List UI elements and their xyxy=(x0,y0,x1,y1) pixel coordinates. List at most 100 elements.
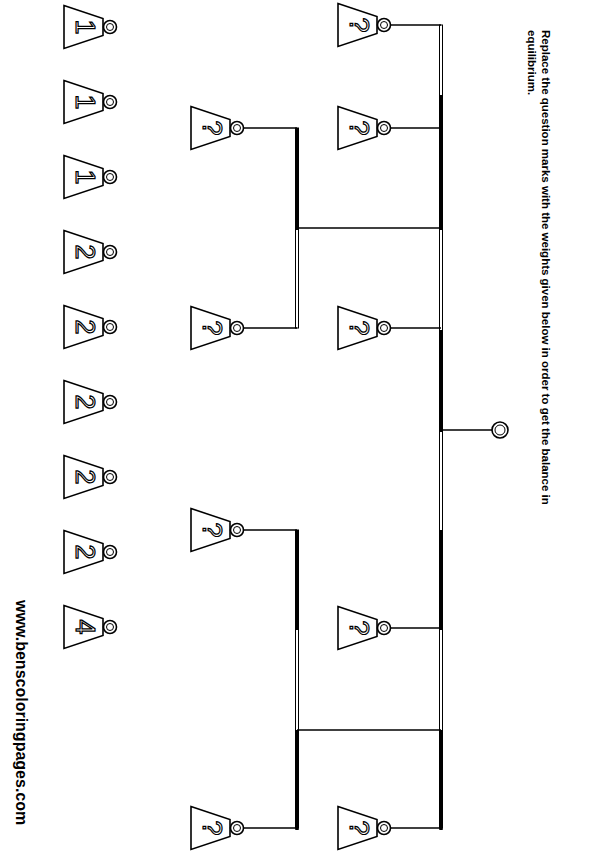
hanger-line xyxy=(441,429,492,431)
weight-block: ? xyxy=(337,105,393,151)
weight-block: 4 xyxy=(63,604,119,650)
beam-thick xyxy=(295,128,299,230)
weight-value: ? xyxy=(345,320,372,335)
weight-block: 1 xyxy=(63,79,119,125)
weight-body xyxy=(338,307,377,350)
weight-hook xyxy=(104,321,117,334)
instruction-title: Replace the question marks with the weig… xyxy=(525,30,553,570)
weight-block: ? xyxy=(190,105,246,151)
weight-hook-inner xyxy=(107,549,114,556)
weight-hook-inner xyxy=(107,624,114,631)
weight-body xyxy=(64,606,103,649)
weight-block: 2 xyxy=(63,379,119,425)
weight-body xyxy=(64,306,103,349)
weight-hook-inner xyxy=(234,125,241,132)
weight-value: 2 xyxy=(71,244,98,259)
weight-hook xyxy=(231,822,244,835)
weight-hook xyxy=(104,396,117,409)
weight-string xyxy=(391,127,441,129)
weight-value: 2 xyxy=(71,394,98,409)
beam-thick xyxy=(439,95,443,230)
weight-string xyxy=(244,529,297,531)
weight-block: 1 xyxy=(63,154,119,200)
weight-block: ? xyxy=(190,305,246,351)
weight-hook-inner xyxy=(381,22,388,29)
weight-hook xyxy=(104,96,117,109)
weight-hook-inner xyxy=(107,174,114,181)
weight-hook xyxy=(231,524,244,537)
weight-value: ? xyxy=(198,522,225,537)
weight-hook-inner xyxy=(381,625,388,632)
weight-hook-inner xyxy=(381,825,388,832)
weight-block: 2 xyxy=(63,304,119,350)
weight-value: 1 xyxy=(71,19,98,34)
weight-hook-inner xyxy=(107,99,114,106)
weight-value: ? xyxy=(345,120,372,135)
weight-string xyxy=(391,627,441,629)
weight-hook xyxy=(104,471,117,484)
weight-block: 2 xyxy=(63,229,119,275)
weight-string xyxy=(244,327,297,329)
weight-hook xyxy=(378,322,391,335)
weight-hook-inner xyxy=(107,474,114,481)
weight-body xyxy=(338,607,377,650)
weight-body xyxy=(64,6,103,49)
weight-hook-inner xyxy=(381,325,388,332)
weight-string xyxy=(391,24,441,26)
weight-block: 2 xyxy=(63,529,119,575)
weight-body xyxy=(64,456,103,499)
weight-hook xyxy=(104,546,117,559)
weight-value: 1 xyxy=(71,169,98,184)
balance-frame xyxy=(244,25,508,830)
beam-link xyxy=(297,227,441,229)
weight-body xyxy=(191,107,230,150)
weight-value: 1 xyxy=(71,94,98,109)
weight-hook-inner xyxy=(107,24,114,31)
hook-ring xyxy=(492,422,508,438)
weight-string xyxy=(244,127,297,129)
weight-value: 2 xyxy=(71,469,98,484)
weight-hook-inner xyxy=(107,249,114,256)
weight-hook xyxy=(378,622,391,635)
weight-block: ? xyxy=(337,605,393,651)
weight-string xyxy=(391,827,441,829)
beam-thick xyxy=(439,530,443,630)
weight-hook xyxy=(231,322,244,335)
website-label: www.benscoloringpages.com xyxy=(12,600,30,860)
weight-value: ? xyxy=(198,820,225,835)
weight-hook xyxy=(104,171,117,184)
weight-value: 2 xyxy=(71,544,98,559)
weight-body xyxy=(338,4,377,47)
weight-value: ? xyxy=(198,120,225,135)
weight-hook xyxy=(104,21,117,34)
weight-value: ? xyxy=(345,17,372,32)
beam-thick xyxy=(295,730,299,830)
weight-body xyxy=(191,307,230,350)
weight-block: 1 xyxy=(63,4,119,50)
weight-block: ? xyxy=(337,805,393,851)
beam-thick xyxy=(295,530,299,630)
weight-hook xyxy=(378,19,391,32)
weight-hook-inner xyxy=(107,399,114,406)
main-beam xyxy=(440,25,443,828)
weight-body xyxy=(64,231,103,274)
weight-hook xyxy=(378,122,391,135)
weight-hook-inner xyxy=(234,527,241,534)
weight-hook-inner xyxy=(381,125,388,132)
weight-string xyxy=(244,827,297,829)
beam-thick xyxy=(439,730,443,830)
weight-body xyxy=(64,156,103,199)
beam-thick xyxy=(439,330,443,432)
weight-body xyxy=(64,531,103,574)
weight-value: 4 xyxy=(71,619,98,634)
weight-block: ? xyxy=(337,305,393,351)
weight-value: ? xyxy=(198,320,225,335)
weight-hook xyxy=(231,122,244,135)
weight-block: ? xyxy=(190,507,246,553)
weight-hook-inner xyxy=(107,324,114,331)
weight-body xyxy=(338,807,377,850)
weight-hook-inner xyxy=(234,825,241,832)
weight-value: 2 xyxy=(71,319,98,334)
